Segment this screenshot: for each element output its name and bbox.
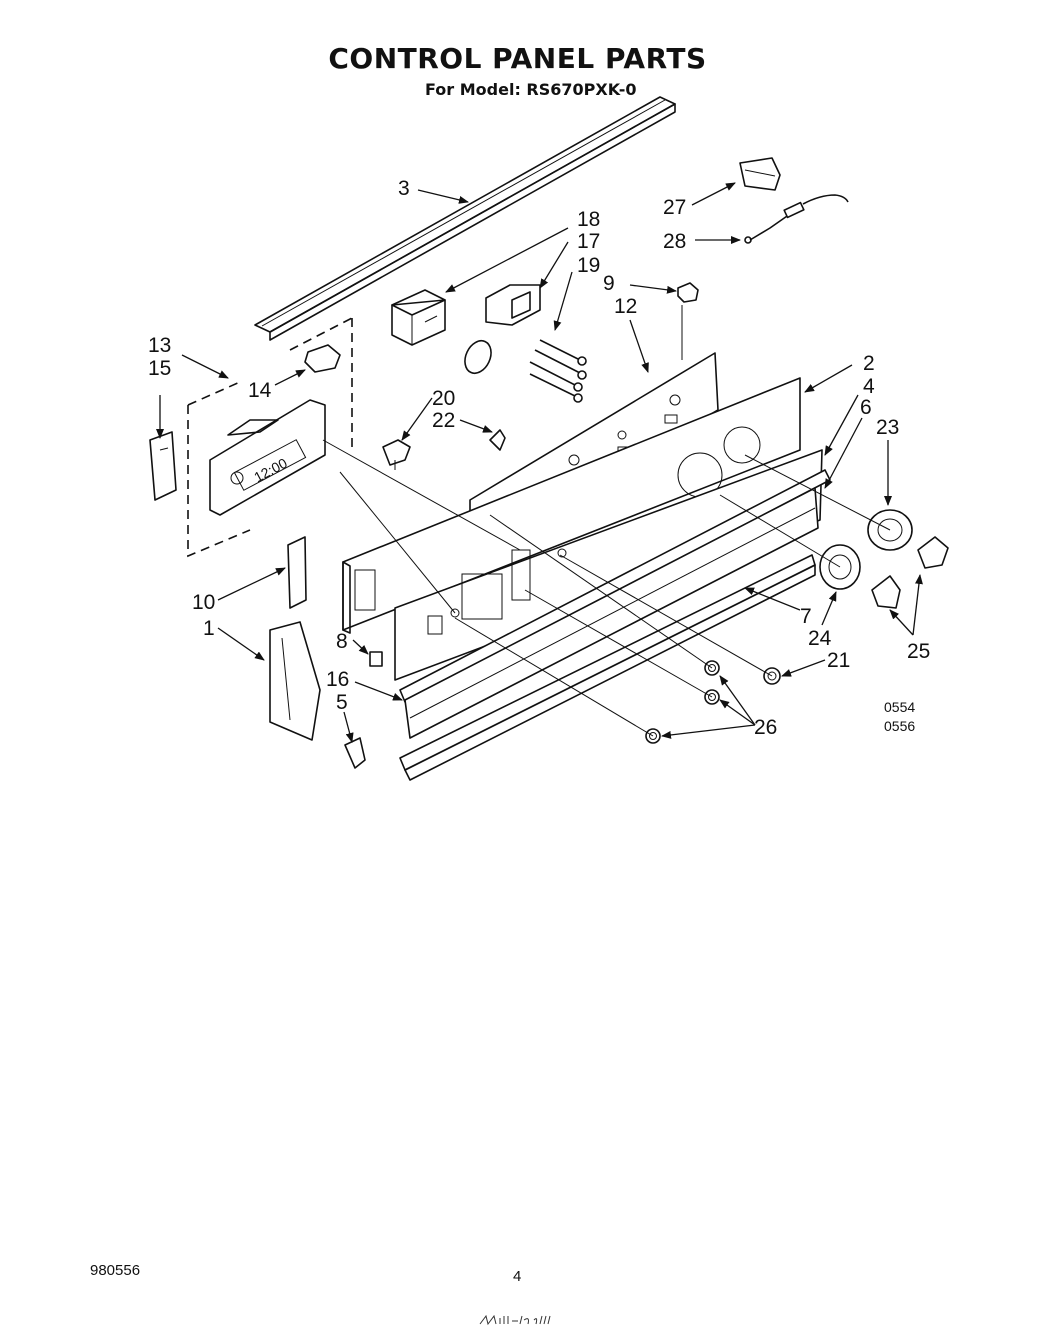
callout-13: 13: [148, 334, 171, 357]
part-22-clip: [489, 429, 506, 451]
part-10-bracket: [287, 536, 307, 609]
callout-4: 4: [863, 375, 875, 398]
callout-22: 22: [432, 409, 455, 432]
part-28-wire-lead: [744, 194, 849, 244]
callout-leaders: [156, 182, 923, 743]
part-27-terminal-cover: [739, 157, 781, 191]
callout-24: 24: [808, 627, 832, 650]
document-number: 980556: [90, 1262, 141, 1279]
callout-14: 14: [248, 379, 272, 402]
part-5-cap: [344, 737, 366, 769]
model-subtitle: For Model: RS670PXK-0: [425, 80, 637, 99]
part-20-switch: [382, 439, 411, 470]
part-16-bottom-rail: [399, 554, 816, 781]
callout-labels: 3 27 28 18 17 19 9 12 2 4 6 23 13 15 14 …: [148, 177, 930, 739]
callout-20: 20: [432, 387, 455, 410]
page-title: CONTROL PANEL PARTS: [328, 42, 707, 75]
callout-8: 8: [336, 630, 348, 653]
part-19-wire-leads: [529, 339, 587, 403]
part-15-bracket: [149, 431, 177, 501]
callout-3: 3: [398, 177, 410, 200]
part-13-clock-assembly: 12:00: [209, 399, 326, 516]
part-7-lower-trim: [404, 487, 819, 739]
callout-17: 17: [577, 230, 600, 253]
callout-27: 27: [663, 196, 686, 219]
part-25-knob-lower: [871, 575, 901, 609]
part-8-block: [369, 651, 383, 667]
part-ring-gasket: [464, 339, 492, 375]
callout-15: 15: [148, 357, 171, 380]
callout-6: 6: [860, 396, 872, 419]
callout-21: 21: [827, 649, 850, 672]
part-9-clip: [677, 282, 699, 360]
callout-1: 1: [203, 617, 215, 640]
callout-26: 26: [754, 716, 777, 739]
callout-19: 19: [577, 254, 600, 277]
callout-18: 18: [577, 208, 600, 231]
drawing-code-a: 0554: [884, 699, 915, 715]
callout-9: 9: [603, 272, 615, 295]
callout-23: 23: [876, 416, 899, 439]
part-14-clock-knob: [304, 344, 341, 373]
drawing-code-b: 0556: [884, 718, 915, 734]
part-17-thermostat: [485, 284, 541, 326]
part-4-front-panel: [394, 449, 823, 681]
callout-16: 16: [326, 668, 349, 691]
part-1-end-cap: [269, 621, 321, 741]
part-25-knob-upper: [917, 536, 949, 569]
page-number: 4: [513, 1268, 522, 1285]
callout-12: 12: [614, 295, 637, 318]
part-3-top-trim: [254, 96, 676, 341]
callout-2: 2: [863, 352, 875, 375]
callout-5: 5: [336, 691, 348, 714]
callout-28: 28: [663, 230, 686, 253]
callout-25: 25: [907, 640, 930, 663]
part-18-selector-switch: [391, 289, 446, 346]
callout-7: 7: [800, 605, 812, 628]
handwritten-signature: [479, 1314, 551, 1326]
callout-10: 10: [192, 591, 215, 614]
assembly-projection-lines: [322, 439, 891, 737]
